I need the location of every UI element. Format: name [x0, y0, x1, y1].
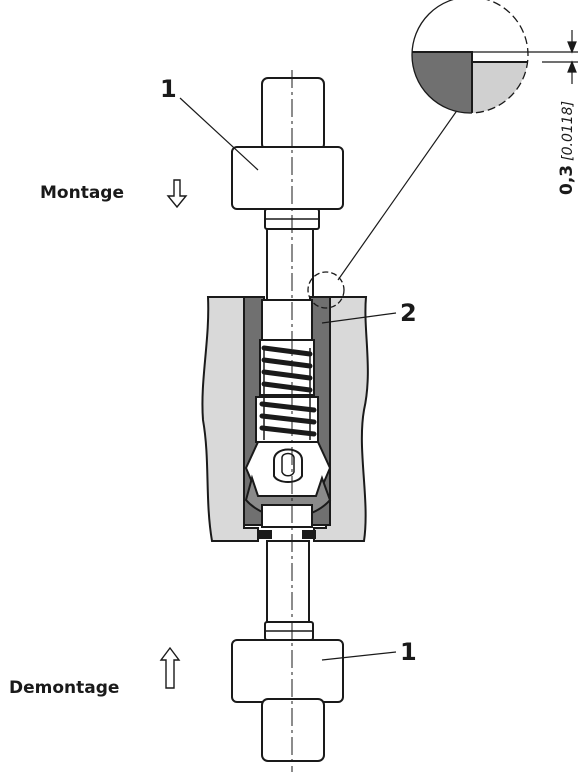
arrow-down-icon — [166, 179, 188, 209]
tool-bottom-head — [231, 639, 344, 703]
tool-top-head — [231, 146, 344, 210]
detail-leader — [337, 91, 471, 281]
spring — [259, 345, 317, 440]
dimension-gap — [472, 30, 578, 84]
callout-part-2: 2 — [400, 299, 417, 327]
seal-rings — [258, 530, 316, 539]
callout-tool-top: 1 — [160, 75, 177, 103]
leader-tool-bottom — [321, 651, 397, 661]
housing-left — [201, 296, 259, 542]
dimension-text: 0,3[0.0118] — [557, 101, 577, 195]
press-tool-top — [231, 77, 344, 230]
arrow-up-icon — [159, 646, 181, 689]
tool-top-shaft — [261, 77, 325, 151]
detail-marker-circle — [307, 271, 345, 309]
leader-part-2 — [321, 312, 397, 324]
label-demontage: Demontage — [9, 678, 119, 698]
valve-body — [244, 441, 332, 528]
leader-tool-top — [179, 97, 259, 171]
label-montage: Montage — [40, 183, 124, 203]
tool-bottom-shaft — [261, 698, 325, 762]
press-tool-bottom — [231, 621, 344, 762]
lower-rod — [266, 540, 310, 626]
callout-tool-bottom: 1 — [400, 638, 417, 666]
detail-view — [411, 0, 529, 114]
